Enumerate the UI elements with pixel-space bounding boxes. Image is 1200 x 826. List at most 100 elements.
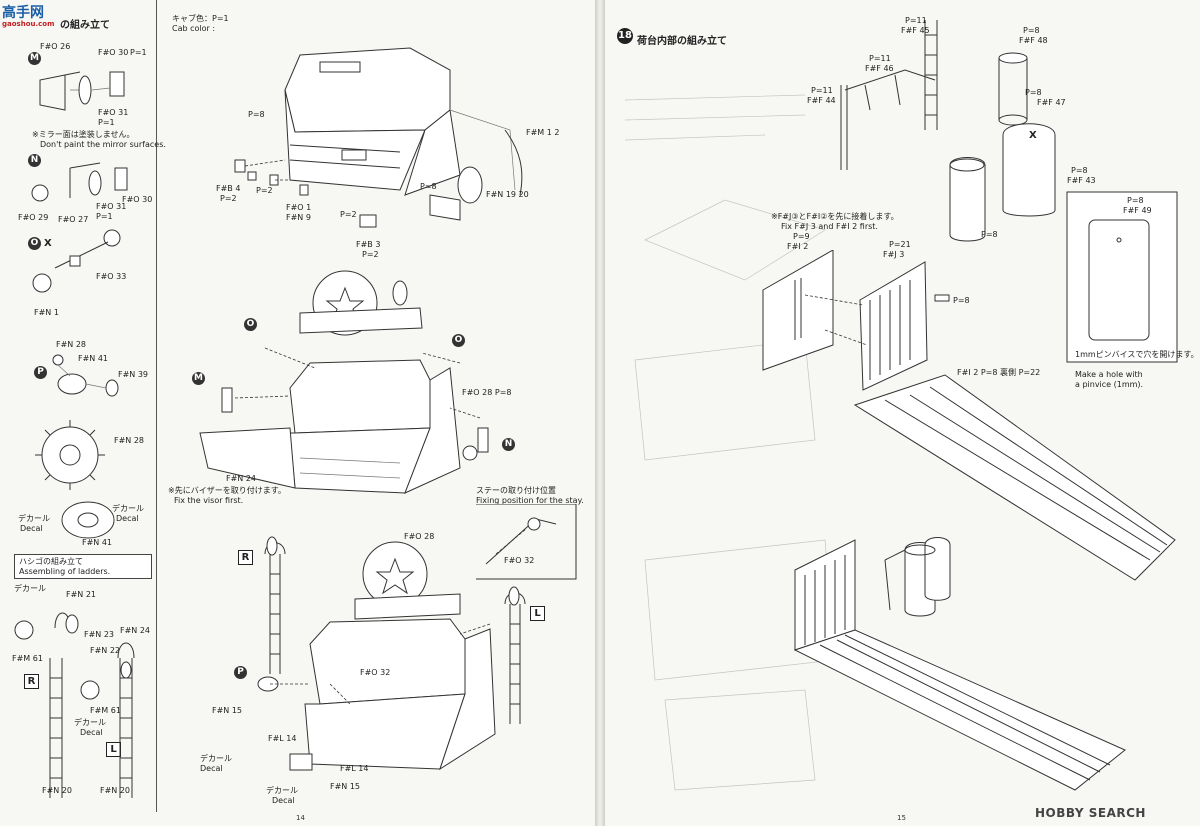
r-f43: F#F 43	[1067, 176, 1096, 185]
cargo-floor-drawing	[762, 250, 1176, 791]
stay-detail-drawing	[476, 504, 577, 580]
r-f44: F#F 44	[807, 96, 836, 105]
low-p-badge: P	[234, 666, 247, 679]
ladder-drawing	[14, 612, 135, 798]
p-part-drawing	[52, 354, 119, 397]
p-label-b: F#N 41	[78, 354, 109, 363]
r-p8e: P=8	[981, 230, 998, 239]
cab-n9: F#N 9	[286, 213, 311, 222]
mid-n-badge: N	[502, 438, 515, 451]
cab-p2b: P=2	[362, 250, 379, 259]
n-label-d: F#O 27	[58, 215, 89, 224]
r-p11a: P=11	[905, 16, 927, 25]
hole-detail-box	[1066, 191, 1178, 363]
mid-o-badge-left: O	[244, 318, 257, 331]
book-gutter	[595, 0, 605, 826]
r-inner-label: F#I 2 P=8 裏側 P=22	[957, 368, 1041, 377]
p-label-c: F#N 39	[118, 370, 149, 379]
ladder-m61a: F#M 61	[12, 654, 43, 663]
r-p11c: P=11	[811, 86, 833, 95]
ladder-section-title: ハシゴの組み立て Assembling of ladders.	[14, 554, 152, 580]
watermark-url: gaoshou.com	[2, 20, 55, 28]
m-label-b: F#O 30	[98, 48, 129, 57]
mid-n24: F#N 24	[226, 474, 257, 483]
cab-p2: P=2	[340, 210, 357, 219]
cab-top-drawing	[234, 47, 523, 228]
o-cross-mark: X	[44, 238, 52, 249]
decal-n41: F#N 41	[82, 538, 113, 547]
r-x-mark: X	[1029, 130, 1037, 141]
cab-n19: F#N 19 20	[486, 190, 529, 199]
cab-p1a: P=2	[220, 194, 237, 203]
mid-o28: F#O 28 P=8	[462, 388, 512, 397]
m-label-c: P=1	[130, 48, 147, 57]
mid-visor-en: Fix the visor first.	[174, 496, 244, 505]
wheel-label: F#N 28	[114, 436, 145, 445]
ladder-n24: F#N 24	[120, 626, 151, 635]
cab-color-jp: キャブ色：P=1	[172, 14, 229, 23]
stay-o32: F#O 32	[504, 556, 535, 565]
left-page: 高手网 gaoshou.com の組み立て M F#O 26 F#O 30 P=…	[0, 0, 595, 826]
decal-right-en: Decal	[116, 514, 139, 523]
o-label-a: F#O 33	[96, 272, 127, 281]
mid-p8: P=8	[494, 388, 512, 397]
n-label-a: F#O 30	[122, 195, 153, 204]
low-decal-jp2: デカール	[266, 786, 298, 795]
r-p21: P=21	[889, 240, 911, 249]
low-l14b: F#L 14	[340, 764, 369, 773]
ladder-m61b: F#M 61	[90, 706, 121, 715]
r-p8f: P=8	[953, 296, 970, 305]
part-o-badge: O	[28, 237, 41, 250]
low-o32: F#O 32	[360, 668, 391, 677]
mid-m-badge: M	[192, 372, 205, 385]
ladder-title-en: Assembling of ladders.	[19, 566, 111, 576]
cab-lower-drawing	[257, 536, 526, 771]
decal-right-jp: デカール	[112, 504, 144, 513]
cab-b3: F#B 3	[356, 240, 381, 249]
r-p8d: P=8	[1127, 196, 1144, 205]
mirror-o-drawing	[32, 229, 121, 293]
sidebar-panel	[8, 0, 157, 812]
step-number: 18	[617, 28, 633, 44]
sidebar-section-title: の組み立て	[60, 20, 110, 31]
stay-en: Fixing position for the stay.	[476, 496, 584, 505]
ladder-n22: F#N 22	[90, 646, 121, 655]
mirror-note-en: Don't paint the mirror surfaces.	[40, 140, 166, 149]
hobby-search-watermark: HOBBY SEARCH	[1035, 806, 1146, 820]
ladder-decal-jp: デカール	[14, 584, 46, 593]
low-n15: F#N 15	[212, 706, 243, 715]
low-n15b: F#N 15	[330, 782, 361, 791]
left-page-number: 14	[296, 814, 305, 822]
wheel-part-drawing	[35, 420, 105, 490]
r-f45: F#F 45	[901, 26, 930, 35]
cab-color-code: P=1	[212, 14, 229, 23]
right-page-number: 15	[897, 814, 906, 822]
low-l14a: F#L 14	[268, 734, 297, 743]
decal-left-en: Decal	[20, 524, 43, 533]
n-label-e: P=1	[96, 212, 113, 221]
mirror-n-drawing	[31, 162, 128, 202]
rack-assembly-drawing	[840, 20, 1056, 242]
part-n-badge: N	[28, 154, 41, 167]
hole-note-en2: a pinvice (1mm).	[1075, 380, 1144, 389]
r-j3: F#J 3	[883, 250, 905, 259]
decal-left-jp: デカール	[18, 514, 50, 523]
ladder-n21: F#N 21	[66, 590, 97, 599]
mirror-note-jp: ※ミラー面は塗装しません。	[32, 130, 135, 139]
r-p11b: P=11	[869, 54, 891, 63]
cab-mid-drawing	[199, 270, 489, 494]
stay-jp: ステーの取り付け位置	[476, 486, 556, 495]
ladder-decal-jp2: デカール	[74, 718, 106, 727]
cab-color-en: Cab color :	[172, 24, 216, 33]
p-label-a: F#N 28	[56, 340, 87, 349]
low-decal-en: Decal	[200, 764, 223, 773]
r-fj-note-jp: ※F#J③とF#I②を先に接着します。	[771, 212, 899, 221]
low-l-badge: L	[530, 606, 545, 621]
r-i2: F#I 2	[787, 242, 809, 251]
mid-visor-jp: ※先にバイザーを取り付けます。	[168, 486, 286, 495]
step-title: 荷台内部の組み立て	[637, 36, 727, 47]
mirror-m-drawing	[39, 71, 125, 111]
r-f46: F#F 46	[865, 64, 894, 73]
decal-disk-drawing	[61, 501, 115, 539]
